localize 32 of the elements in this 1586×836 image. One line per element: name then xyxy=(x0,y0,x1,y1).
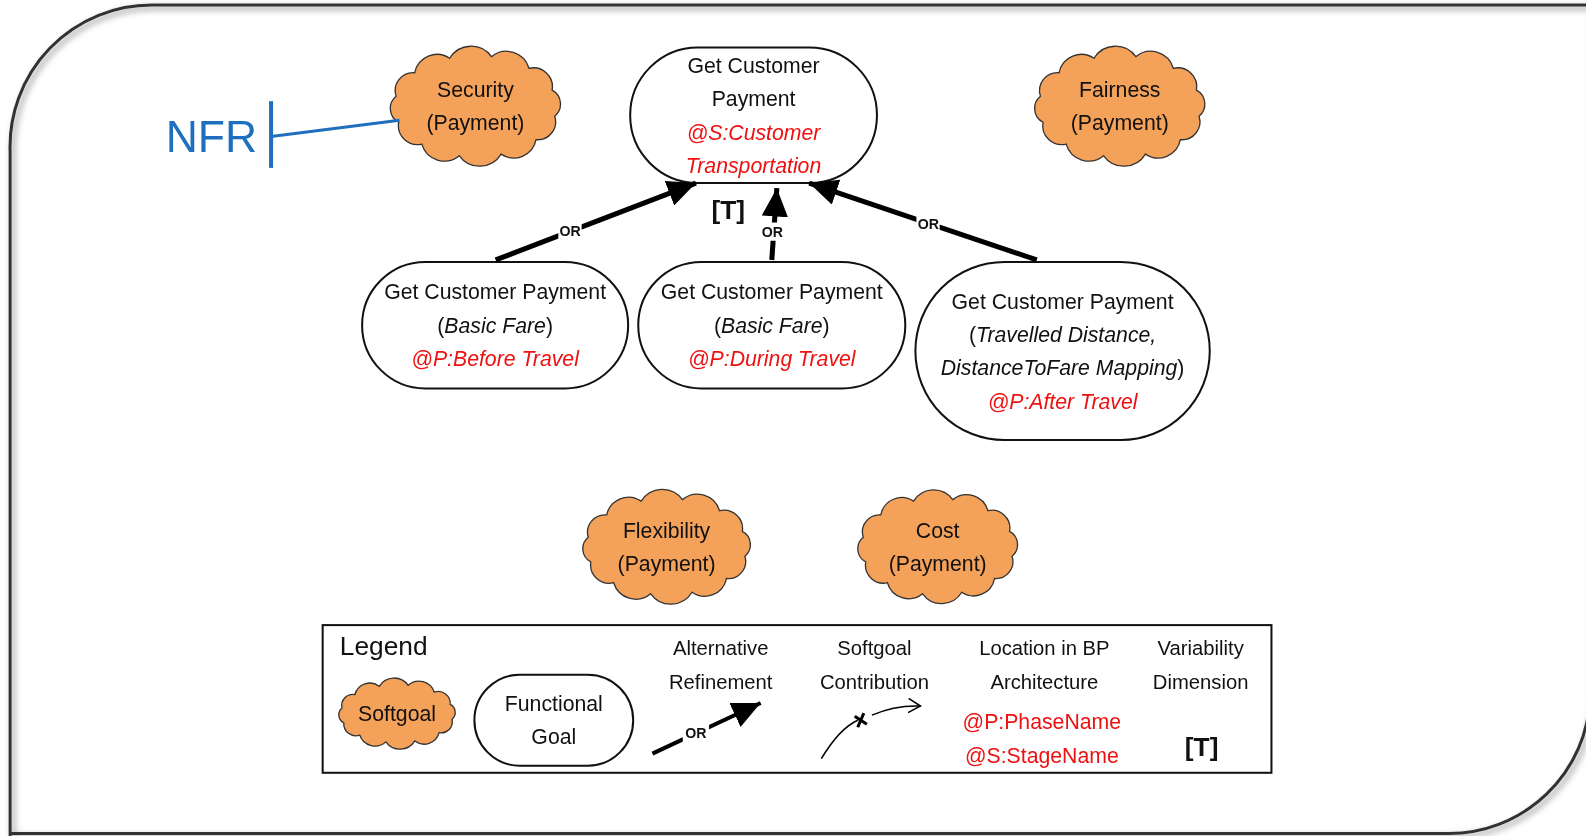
goal-label: Flexibility (Payment) xyxy=(616,517,717,578)
goal-label: Get Customer Payment (Basic Fare) xyxy=(659,279,884,340)
variability-marker: [T] xyxy=(710,194,747,227)
goal-label: Functional Goal xyxy=(503,690,604,751)
legend-title: Legend xyxy=(339,630,428,664)
legend-text: Softgoal Contribution xyxy=(818,636,930,695)
legend-text: Location in BP Architecture xyxy=(978,636,1111,695)
goal-label: NFR xyxy=(165,111,258,162)
location-annotation: @P:During Travel xyxy=(688,345,856,373)
location-annotation: @P:PhaseName xyxy=(961,709,1123,736)
legend-box xyxy=(321,624,1273,774)
goal-label: Security (Payment) xyxy=(425,76,526,137)
goal-label: Softgoal xyxy=(358,701,436,728)
location-annotation: @S:Customer Transportation xyxy=(684,119,823,180)
refinement-arrow xyxy=(494,180,697,263)
goal-label: Get Customer Payment xyxy=(686,52,821,113)
goal-label: Get Customer Payment (Basic Fare) xyxy=(383,279,608,340)
location-annotation: @P:After Travel xyxy=(987,388,1138,415)
location-annotation: @S:StageName xyxy=(963,742,1120,769)
variability-marker: [T] xyxy=(1183,730,1220,763)
goal-label: Cost (Payment) xyxy=(887,517,988,578)
goal-label: Get Customer Payment (Travelled Distance, DistanceToFare Mapping) xyxy=(939,288,1186,382)
edge-label: OR xyxy=(916,214,940,233)
goal-label: Fairness (Payment) xyxy=(1069,76,1170,137)
location-annotation: @P:Before Travel xyxy=(411,345,579,373)
or-label: OR xyxy=(682,723,710,744)
edge-label: OR xyxy=(558,221,582,240)
edge-label: OR xyxy=(760,222,784,241)
legend-text: Alternative Refinement xyxy=(667,636,774,695)
leader-line xyxy=(270,118,400,139)
legend-text: Variability Dimension xyxy=(1151,636,1250,695)
refinement-arrow xyxy=(808,179,1038,263)
